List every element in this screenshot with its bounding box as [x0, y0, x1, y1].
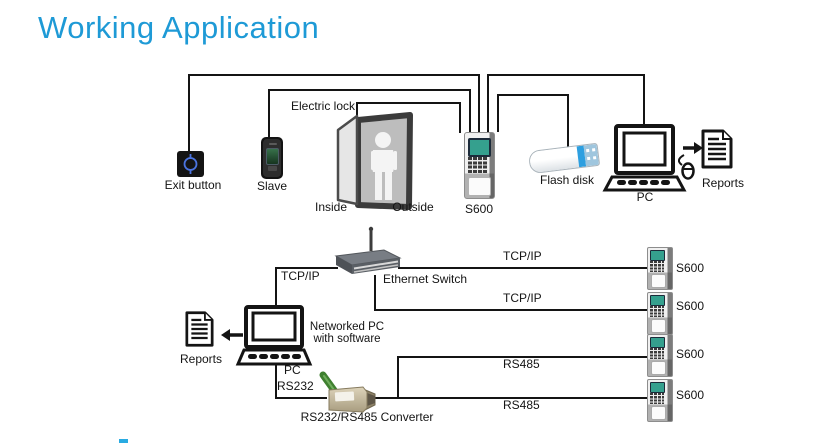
networked-pc-label-line1: Networked PC — [309, 321, 385, 333]
mouse-icon — [681, 162, 695, 180]
wire-s600-pc — [487, 74, 645, 76]
s600-terminal-icon — [647, 334, 673, 377]
terminal-keypad — [650, 348, 664, 359]
terminal-sensor — [468, 177, 491, 196]
wire-flash-down — [567, 94, 569, 147]
wire-lock-door — [356, 102, 358, 121]
person-silhouette-icon — [371, 132, 397, 200]
terminal-screen — [650, 382, 665, 393]
wire-lock-s600 — [356, 102, 461, 104]
ethernet-switch-icon — [334, 226, 402, 274]
terminal-keypad — [650, 306, 664, 317]
wire-switch-down — [374, 275, 376, 310]
flash-disk-icon — [527, 142, 601, 175]
wire-slave-down — [469, 89, 471, 133]
door-icon — [336, 112, 413, 210]
rs485-line1-label: RS485 — [503, 357, 540, 371]
terminal-screen — [650, 250, 665, 261]
terminal-sensor — [651, 406, 666, 420]
terminal-sensor — [651, 361, 666, 375]
exit-button-glyph-icon — [183, 154, 198, 174]
open-door-panel — [336, 114, 359, 206]
tcpip-line1-label: TCP/IP — [503, 249, 542, 263]
electric-lock-label: Electric lock — [291, 99, 356, 113]
exit-button-icon — [177, 151, 204, 177]
terminal-sensor — [651, 274, 666, 288]
reports-document-icon — [701, 129, 733, 169]
wire-exitbutton-up — [188, 74, 190, 152]
terminal-keypad — [650, 261, 664, 272]
rs485-line2-label: RS485 — [503, 398, 540, 412]
wire-rs485-1 — [397, 356, 648, 358]
wire-switch-left — [275, 267, 338, 269]
s600-main-label: S600 — [464, 202, 494, 216]
wire-rs485-2 — [368, 397, 648, 399]
arrow-left-icon — [221, 329, 243, 341]
wire-s600-pc-up — [487, 74, 489, 133]
networked-pc-label: Networked PC with software — [303, 321, 391, 345]
slave-fingerprint-window — [266, 148, 279, 165]
terminal-keypad — [650, 393, 664, 404]
inside-label: Inside — [314, 200, 348, 214]
wire-exitbutton-s600 — [188, 74, 480, 76]
slave-label-plate — [268, 166, 277, 171]
rs232-label: RS232 — [277, 379, 314, 393]
arrow-right-icon — [683, 142, 703, 154]
flash-disk-body — [528, 146, 580, 174]
slave-label: Slave — [256, 179, 288, 193]
rs485-converter-icon — [319, 371, 376, 413]
slave-led — [269, 143, 277, 145]
wire-pc-rs232 — [275, 364, 277, 398]
wire-s600-flash — [497, 94, 569, 96]
reports-label: Reports — [701, 176, 745, 190]
reports-bottom-label: Reports — [179, 352, 223, 366]
mouse-cord — [678, 154, 685, 166]
s600-main-terminal-icon — [464, 132, 495, 199]
wire-rs485-split — [397, 356, 399, 398]
terminal-label: S600 — [676, 388, 705, 402]
wire-slave-up — [268, 89, 270, 138]
outside-label: Outside — [392, 200, 434, 214]
terminal-screen — [650, 337, 665, 348]
reports-document-icon — [185, 311, 214, 347]
flash-disk-connector — [583, 143, 600, 167]
s600-terminal-icon — [647, 379, 673, 422]
wire-slave-s600 — [268, 89, 471, 91]
wire-s600-flash-up — [497, 94, 499, 132]
terminal-sensor — [651, 319, 666, 333]
tcpip-pc-label: TCP/IP — [281, 269, 320, 283]
slide-title: Working Application — [38, 10, 320, 45]
s600-terminal-icon — [647, 292, 673, 335]
slave-reader-icon — [261, 137, 283, 179]
footer-logo-fragment — [119, 439, 128, 443]
wire-rs232-converter — [275, 397, 327, 399]
terminal-label: S600 — [676, 299, 705, 313]
converter-label: RS232/RS485 Converter — [300, 410, 434, 424]
wire-tcpip-2 — [374, 309, 648, 311]
pc-bottom-label: PC — [284, 363, 301, 377]
tcpip-line2-label: TCP/IP — [503, 291, 542, 305]
terminal-label: S600 — [676, 261, 705, 275]
wire-tcpip-1 — [398, 267, 648, 269]
wire-lock-down — [459, 102, 461, 133]
wire-tcpip-pc — [275, 267, 277, 308]
wire-pc-down — [643, 74, 645, 126]
pc-label: PC — [636, 190, 654, 204]
terminal-screen — [650, 295, 665, 306]
terminal-label: S600 — [676, 347, 705, 361]
terminal-screen — [468, 138, 491, 157]
flash-disk-label: Flash disk — [539, 173, 595, 187]
ethernet-switch-label: Ethernet Switch — [383, 272, 468, 286]
s600-terminal-icon — [647, 247, 673, 290]
networked-pc-icon — [235, 305, 313, 366]
slave-panel — [263, 139, 281, 177]
terminal-keypad — [468, 157, 488, 173]
networked-pc-label-line2: with software — [313, 332, 381, 345]
wire-exitbutton-down — [478, 74, 480, 133]
pc-icon — [602, 124, 695, 192]
exit-button-label: Exit button — [164, 178, 222, 192]
